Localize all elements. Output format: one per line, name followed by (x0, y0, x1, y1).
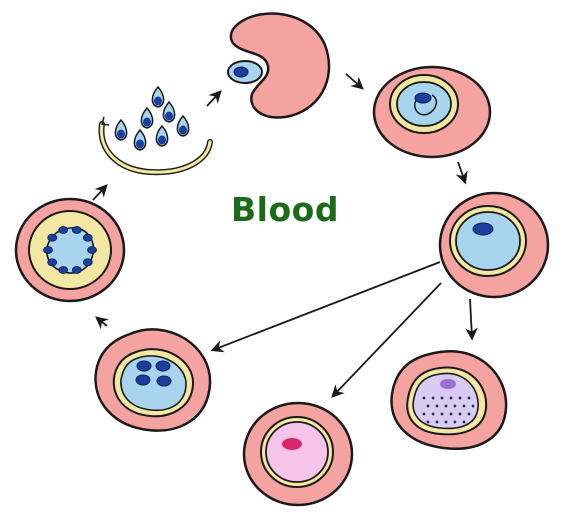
merozoite-invading-cell-icon (227, 12, 331, 119)
pigment-dot (462, 404, 466, 408)
diagram-title: Blood (231, 190, 339, 229)
merozoite (140, 106, 154, 129)
merozoite-release-icon (98, 85, 213, 176)
arrow-trophozoite-to-purple-gametocyte (465, 298, 478, 341)
pigment-dot (471, 404, 475, 408)
pigment-dot (453, 404, 457, 408)
merozoite (58, 226, 69, 234)
pigment-dot (453, 420, 457, 424)
pigment-dot (431, 412, 435, 416)
mature-schizont-cell-icon (14, 197, 126, 303)
pigment-dot (422, 396, 426, 400)
merozoite (47, 233, 58, 242)
merozoite (47, 258, 58, 267)
pigment-dot (444, 420, 448, 424)
merozoite (114, 118, 128, 141)
pigment-dot (435, 404, 439, 408)
pigment-dot (449, 396, 453, 400)
pigment-dot (440, 396, 444, 400)
merozoite (155, 124, 169, 147)
arrow-schizont-to-release (92, 184, 108, 201)
trophozoite-cell-icon (438, 191, 550, 299)
male-gametocyte-cell-icon (390, 349, 508, 450)
merozoite (43, 246, 53, 254)
merozoite (176, 114, 190, 137)
pigment-dot (431, 396, 435, 400)
pigment-dot (422, 412, 426, 416)
merozoite (151, 85, 165, 108)
pigment-dot (462, 420, 466, 424)
merozoite (71, 266, 82, 274)
merozoite-ring (43, 226, 97, 274)
ring-stage-cell-icon (372, 65, 492, 159)
merozoite (162, 100, 176, 123)
pigment-dot (467, 412, 471, 416)
arrow-trophozoite-to-pink-gametocyte (331, 282, 442, 398)
arrow-release-to-invasion (206, 90, 222, 107)
merozoite (71, 226, 82, 234)
early-schizont-cell-icon (94, 328, 212, 432)
merozoite (82, 258, 93, 267)
pigment-dot (426, 404, 430, 408)
pigment-dot (444, 404, 448, 408)
female-gametocyte-cell-icon (242, 401, 354, 507)
pigment-dots (422, 396, 475, 424)
cycle-arrows (92, 73, 478, 398)
arrow-ring-to-trophozoite (455, 161, 468, 185)
merozoite (133, 128, 147, 151)
arrow-invasion-to-ring (345, 73, 364, 90)
pigment-dot (449, 412, 453, 416)
pigment-dot (458, 412, 462, 416)
pigment-dot (426, 420, 430, 424)
merozoite (58, 266, 69, 274)
free-merozoites (114, 85, 190, 151)
arrow-early-to-mature-schizont (95, 316, 109, 330)
arrow-trophozoite-to-schizont (210, 261, 441, 353)
merozoite (87, 246, 97, 254)
pigment-dot (440, 412, 444, 416)
pigment-dot (458, 396, 462, 400)
pigment-dot (467, 396, 471, 400)
pigment-dot (435, 420, 439, 424)
merozoite (82, 233, 93, 242)
